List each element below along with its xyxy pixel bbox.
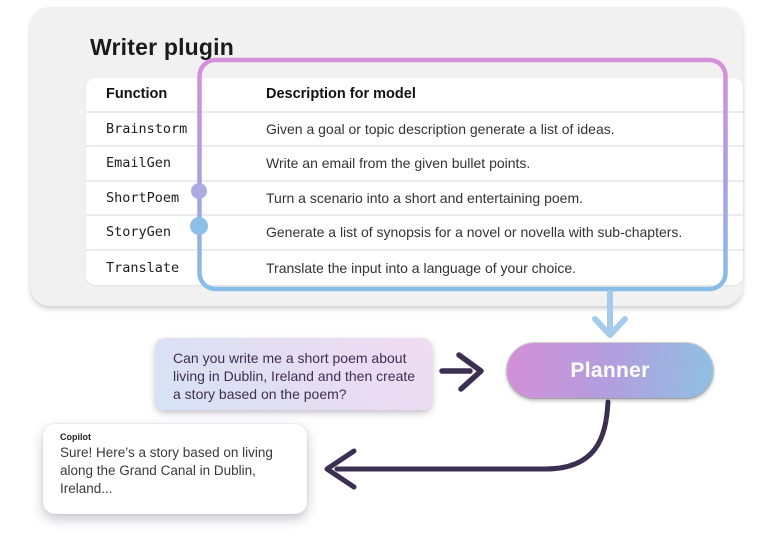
arrow-user-to-planner-icon: [439, 352, 484, 392]
table-row-shortpoem: ShortPoem Turn a scenario into a short a…: [86, 181, 743, 216]
function-table: Function Description for model Brainstor…: [86, 78, 743, 285]
table-header-row: Function Description for model: [86, 78, 743, 113]
table-row-storygen: StoryGen Generate a list of synopsis for…: [86, 216, 743, 251]
function-description: Generate a list of synopsis for a novel …: [266, 224, 683, 241]
arrow-planner-to-copilot-icon: [324, 399, 611, 490]
planner-node: Planner: [507, 343, 713, 398]
function-description: Turn a scenario into a short and enterta…: [266, 189, 584, 206]
writer-plugin-card: Writer plugin Function Description for m…: [30, 7, 743, 306]
copilot-response-box: Copilot Sure! Here’s a story based on li…: [43, 424, 307, 514]
function-description: Given a goal or topic description genera…: [266, 120, 615, 137]
planner-label: Planner: [570, 358, 650, 382]
copilot-label: Copilot: [60, 432, 91, 442]
function-description: Write an email from the given bullet poi…: [266, 155, 531, 172]
table-row-emailgen: EmailGen Write an email from the given b…: [86, 147, 743, 182]
column-header-function: Function: [106, 86, 168, 103]
function-name: ShortPoem: [106, 189, 180, 206]
plugin-title: Writer plugin: [90, 34, 235, 60]
copilot-message: Sure! Here’s a story based on living alo…: [60, 445, 273, 496]
function-name: Translate: [106, 259, 180, 276]
table-row-translate: Translate Translate the input into a lan…: [86, 250, 743, 285]
user-message-bubble: Can you write me a short poem about livi…: [155, 338, 432, 410]
function-name: StoryGen: [106, 224, 172, 241]
function-name: Brainstorm: [106, 120, 188, 137]
table-row-brainstorm: Brainstorm Given a goal or topic descrip…: [86, 112, 743, 147]
function-name: EmailGen: [106, 155, 172, 172]
column-header-description: Description for model: [266, 86, 416, 103]
function-description: Translate the input into a language of y…: [266, 259, 577, 276]
